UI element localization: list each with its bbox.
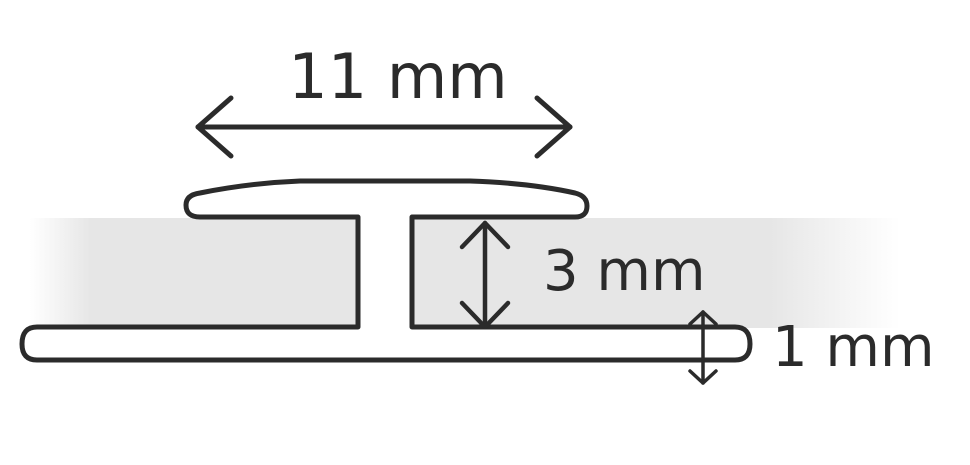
floor-panel [30,218,900,328]
thickness-label: 1 mm [772,315,935,380]
thickness-dimension-arrow [688,310,718,385]
t-profile-shape [19,178,753,363]
height-label: 3 mm [543,239,706,304]
width-dimension-arrow [195,95,573,159]
width-label: 11 mm [288,40,507,113]
height-dimension-arrow [459,220,511,330]
